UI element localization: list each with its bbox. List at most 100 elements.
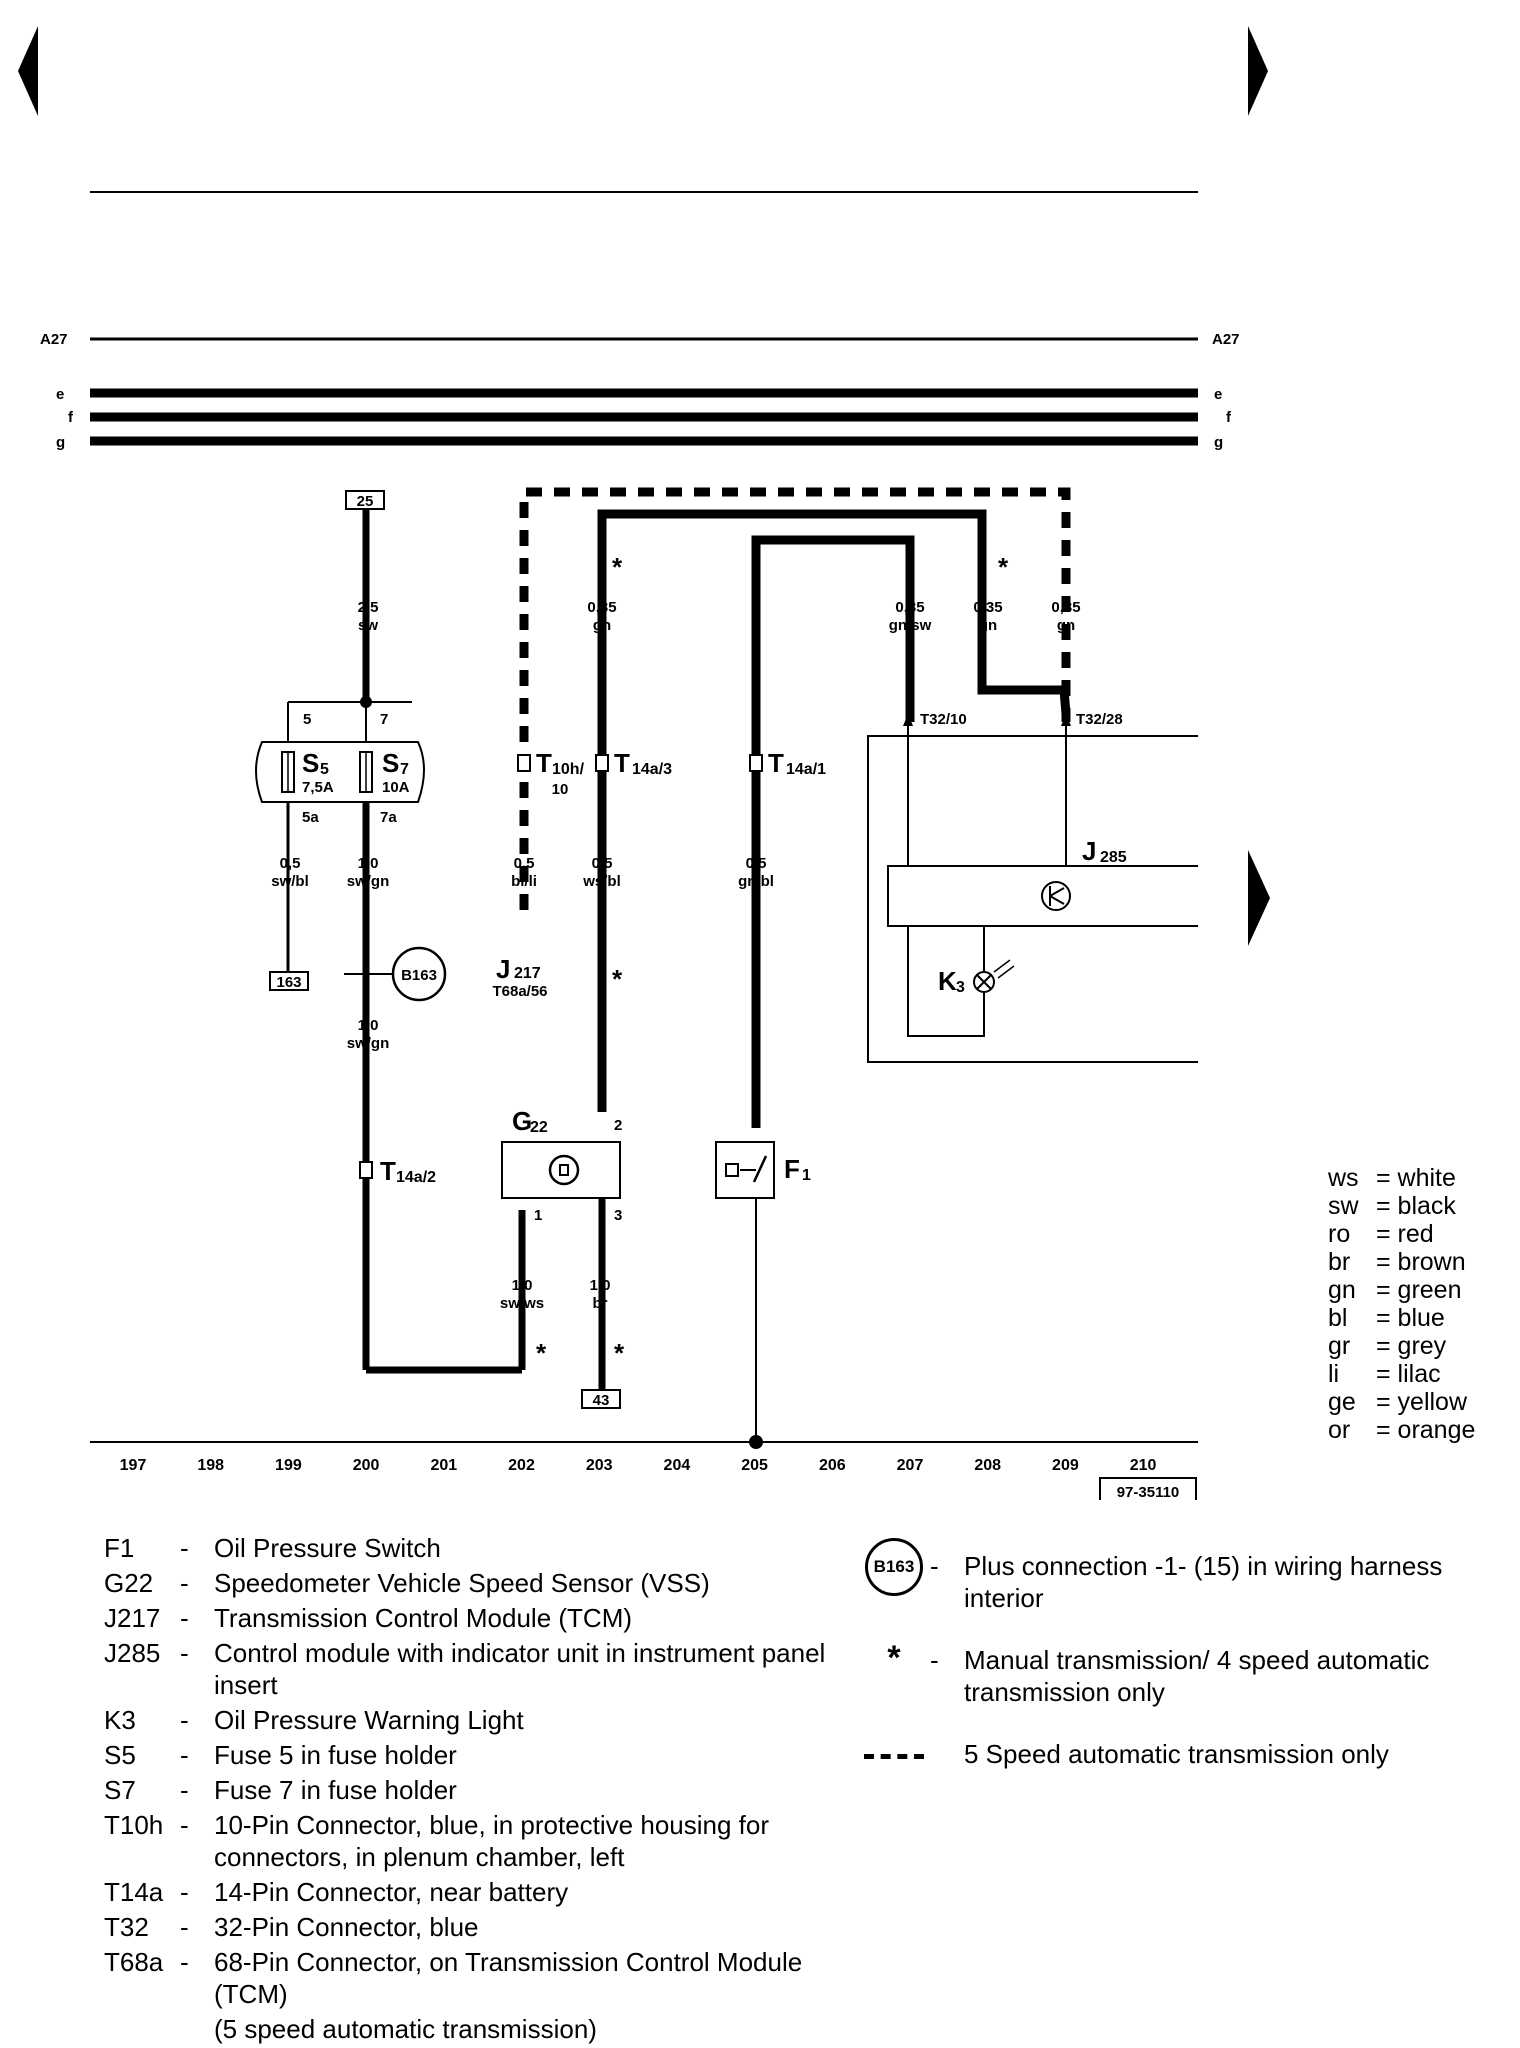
j217-sub: 217 (514, 965, 541, 982)
legend-row: G22-Speedometer Vehicle Speed Sensor (VS… (104, 1567, 834, 1599)
color-key-row: or= orange (1328, 1416, 1518, 1444)
connector-t10h-sub: 10h/ (552, 761, 585, 778)
legend-code: S5 (104, 1740, 136, 1770)
wire-label: 0,35 (1051, 599, 1080, 616)
track-number: 203 (586, 1457, 613, 1474)
legend-dash: - (180, 1705, 189, 1735)
track-number: 210 (1130, 1457, 1157, 1474)
pin-label: 5 (303, 711, 311, 728)
track-number: 204 (664, 1457, 691, 1474)
wire-label: gn/bl (738, 873, 774, 890)
j217-label: J (496, 954, 510, 984)
fuse-s7-rating: 10A (382, 779, 410, 796)
wiring-diagram: A27 A27 e e f f g g 25 2,5 sw 5 7 S 5 7,… (18, 26, 1270, 1500)
legend-row: F1-Oil Pressure Switch (104, 1532, 834, 1564)
star-marker: * (612, 552, 623, 582)
legend-row: J285-Control module with indicator unit … (104, 1637, 834, 1701)
wire-label: sw/gn (347, 1035, 390, 1052)
wire-label: sw (358, 617, 378, 634)
legend-dash: - (930, 1645, 939, 1675)
legend-dash: - (180, 1912, 189, 1942)
legend-row: K3-Oil Pressure Warning Light (104, 1704, 834, 1736)
legend-code: J285 (104, 1638, 161, 1668)
track-number: 200 (353, 1457, 380, 1474)
color-key-row: gn= green (1328, 1276, 1518, 1304)
legend-code: T32 (104, 1912, 149, 1942)
wire-label: bl/li (511, 873, 537, 890)
ref-box-43-label: 43 (593, 1392, 610, 1409)
star-marker: * (998, 552, 1009, 582)
j285-label: J (1082, 836, 1096, 866)
dashed-line-icon (864, 1754, 924, 1759)
color-name: = red (1376, 1220, 1434, 1248)
previous-page-arrow[interactable] (18, 26, 38, 116)
color-code: or (1328, 1416, 1351, 1444)
legend-desc: (5 speed automatic transmission) (214, 2014, 597, 2044)
pin-arrow (903, 714, 913, 726)
wire-label: sw/ws (500, 1295, 544, 1312)
dashed-wire-5speed (519, 487, 1071, 910)
fuse-s7-label: S (382, 748, 399, 778)
continue-arrow[interactable] (1248, 850, 1270, 946)
color-name: = yellow (1376, 1388, 1468, 1416)
legend-desc: 32-Pin Connector, blue (214, 1912, 479, 1942)
color-name: = black (1376, 1192, 1456, 1220)
wire-label: 0,5 (280, 855, 301, 872)
wire-label: 0,35 (973, 599, 1002, 616)
connector-icon (517, 754, 531, 772)
wire-label: 0,5 (592, 855, 613, 872)
wire-label: 2,5 (358, 599, 379, 616)
diagram-id-box (1099, 1477, 1197, 1500)
legend-row: J217-Transmission Control Module (TCM) (104, 1602, 834, 1634)
color-key-row: br= brown (1328, 1248, 1518, 1276)
color-name: = white (1376, 1164, 1456, 1192)
bus-g-right: g (1214, 434, 1223, 451)
wire-label: 1,0 (512, 1277, 533, 1294)
f1-label: F (784, 1154, 800, 1184)
bus-a27-right: A27 (1212, 331, 1240, 348)
legend-code: T10h (104, 1810, 164, 1840)
color-code: gn (1328, 1276, 1356, 1304)
track-number: 205 (741, 1457, 768, 1474)
connector-t14a3-sub: 14a/3 (632, 761, 672, 778)
connector-icon (749, 754, 763, 772)
wire-label: 1,0 (358, 855, 379, 872)
legend-desc: Fuse 7 in fuse holder (214, 1775, 457, 1805)
color-code: bl (1328, 1304, 1348, 1332)
legend-dash: - (180, 1810, 189, 1840)
wire-label: 0,35 (587, 599, 616, 616)
legend-row: (5 speed automatic transmission) (104, 2013, 834, 2045)
track-number: 199 (275, 1457, 302, 1474)
ref-box-43 (581, 1389, 621, 1409)
j285-enclosure (867, 735, 1198, 1063)
legend-desc: Oil Pressure Warning Light (214, 1705, 524, 1735)
color-key-row: sw= black (1328, 1192, 1518, 1220)
star-symbol-icon: * (887, 1639, 901, 1677)
legend-code: J217 (104, 1603, 161, 1633)
pin-label: 7 (380, 711, 388, 728)
track-number: 209 (1052, 1457, 1079, 1474)
legend-dash: - (180, 1947, 189, 1977)
t32-28-label: T32/28 (1076, 711, 1123, 728)
color-key-row: li= lilac (1328, 1360, 1518, 1388)
track-number: 197 (120, 1457, 147, 1474)
legend-star-desc: Manual transmission/ 4 speed automatic t… (964, 1645, 1430, 1707)
legend-code: S7 (104, 1775, 136, 1805)
legend-dash: - (180, 1638, 189, 1668)
legend-row: S5-Fuse 5 in fuse holder (104, 1739, 834, 1771)
connector-t14a1-label: T (768, 748, 784, 778)
legend-dash: - (180, 1568, 189, 1598)
next-page-arrow[interactable] (1248, 26, 1268, 116)
wire-label: 1,0 (590, 1277, 611, 1294)
legend-desc: Oil Pressure Switch (214, 1533, 441, 1563)
symbol-legend: B163 - Plus connection -1- (15) in wirin… (858, 1538, 1498, 1800)
wire-t14a1 (751, 535, 915, 1128)
connector-icon (595, 754, 609, 772)
wire-label: ws/bl (582, 873, 621, 890)
bus-f-left: f (68, 409, 74, 426)
pin-label: 7a (380, 809, 397, 826)
ref-box-163-label: 163 (276, 974, 301, 991)
connector-icon (359, 1161, 373, 1179)
j217-pin: T68a/56 (492, 983, 547, 1000)
